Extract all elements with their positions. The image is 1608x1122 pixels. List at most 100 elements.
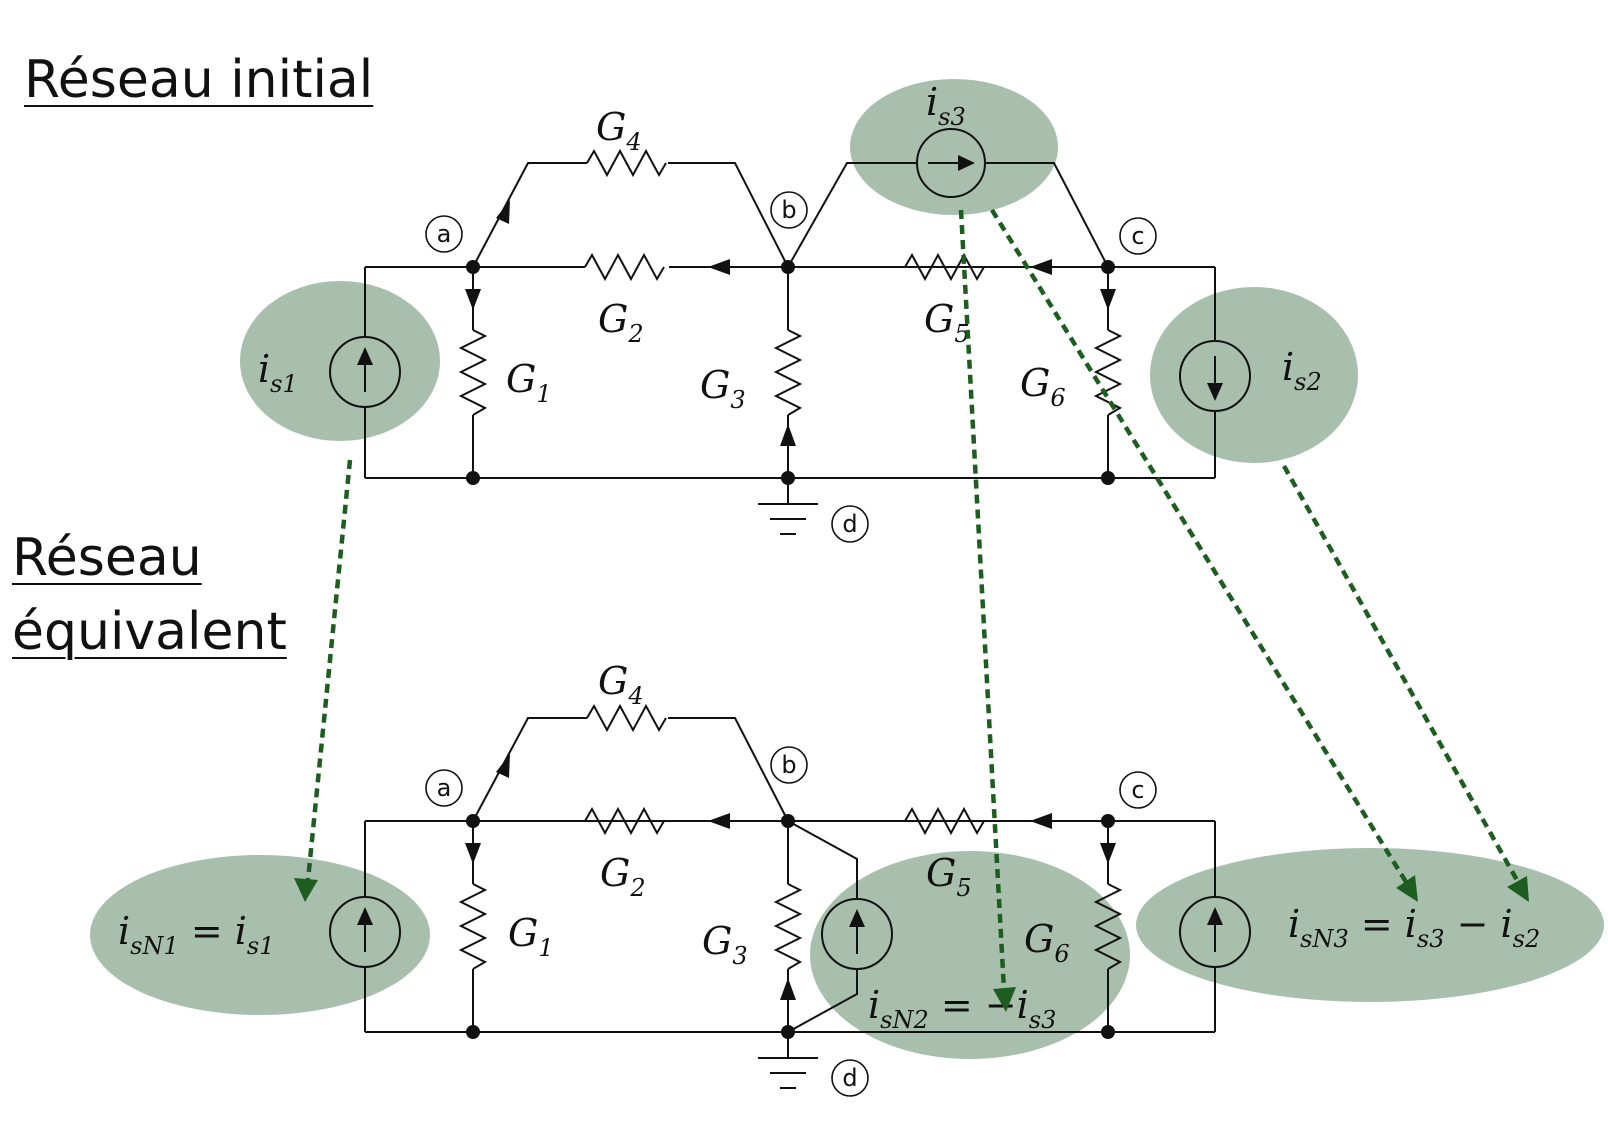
svg-text:b: b xyxy=(781,196,796,224)
connector-is3-isN3-head xyxy=(1396,875,1418,902)
node-dot-a xyxy=(466,260,480,274)
source-isN1-arrow-head xyxy=(357,907,373,925)
resistor-g4 xyxy=(586,148,667,178)
svg-text:a: a xyxy=(437,220,452,248)
resistor-g6-eq xyxy=(1093,883,1123,970)
source-is1-arrow-head xyxy=(357,347,373,365)
source-is3 xyxy=(916,128,986,198)
resistor-g5 xyxy=(904,252,985,282)
highlight-isN3 xyxy=(1136,848,1604,1002)
label-isN1-equation: isN1 = is1 xyxy=(118,909,275,960)
highlights-initial xyxy=(240,79,1358,463)
wire-isN2-branch xyxy=(787,820,858,1033)
label-g4: G4 xyxy=(596,105,642,156)
svg-text:c: c xyxy=(1131,222,1144,250)
node-label-d-eq: d xyxy=(831,1059,869,1097)
highlight-isN2 xyxy=(810,851,1130,1059)
resistor-g2 xyxy=(584,252,665,282)
arrow-g2-current-eq xyxy=(708,813,730,829)
transformation-connectors xyxy=(294,208,1529,1012)
svg-text:b: b xyxy=(781,751,796,779)
node-label-d: d xyxy=(831,505,869,543)
resistor-g6 xyxy=(1093,329,1123,416)
resistor-g1-eq xyxy=(458,883,488,970)
connector-is2-isN3-head xyxy=(1507,876,1529,902)
resistor-g5-eq xyxy=(904,806,985,836)
arrow-g6-current xyxy=(1100,289,1116,310)
label-isN2-equation: isN2 = −is3 xyxy=(868,983,1056,1034)
label-g6-eq: G6 xyxy=(1024,917,1070,968)
source-isN3 xyxy=(1179,896,1251,968)
label-g1: G1 xyxy=(506,357,552,408)
heading-equivalent-network-line1: Réseau xyxy=(12,528,202,588)
node-label-b: b xyxy=(770,191,808,229)
node-dot-d-eq xyxy=(781,1025,795,1039)
label-g1-eq: G1 xyxy=(508,911,554,962)
arrow-g2-current xyxy=(708,259,730,275)
arrow-g1-current-eq xyxy=(465,843,481,864)
connector-is3-to-isN3 xyxy=(990,208,1408,884)
label-g5: G5 xyxy=(924,297,970,348)
label-is2: is2 xyxy=(1282,345,1322,396)
heading-initial-network: Réseau initial xyxy=(24,50,374,110)
highlights-equivalent xyxy=(90,848,1604,1059)
heading-equivalent-network-line2: équivalent xyxy=(12,602,287,662)
arrow-g4-current xyxy=(496,200,510,224)
arrow-g4-current-eq xyxy=(496,754,510,778)
source-is2-arrow-head xyxy=(1207,383,1223,401)
label-g6: G6 xyxy=(1020,361,1066,412)
label-g3-eq: G3 xyxy=(702,919,748,970)
node-label-b-eq: b xyxy=(770,746,808,784)
svg-text:c: c xyxy=(1131,776,1144,804)
highlight-is1 xyxy=(240,281,440,441)
resistor-g1 xyxy=(458,329,488,416)
node-label-a-eq: a xyxy=(425,769,463,807)
arrow-g5-current xyxy=(1030,259,1052,275)
node-label-a: a xyxy=(425,215,463,253)
source-is2 xyxy=(1179,340,1251,412)
node-dot-d xyxy=(781,471,795,485)
highlight-is3 xyxy=(850,79,1058,215)
arrow-g1-current xyxy=(465,289,481,310)
node-dot-bottom-right xyxy=(1101,471,1115,485)
source-isN3-arrow-head xyxy=(1207,907,1223,925)
connector-is1-head xyxy=(294,878,318,902)
ground-symbol-eq xyxy=(758,1032,818,1089)
arrow-g6-current-eq xyxy=(1100,843,1116,864)
arrow-g3-current-eq xyxy=(780,978,796,1000)
connector-is2-to-isN3 xyxy=(1282,464,1520,884)
wire-g4-path xyxy=(472,162,789,268)
source-isN2-arrow-head xyxy=(849,909,865,927)
node-dot-c xyxy=(1101,260,1115,274)
node-label-c-eq: c xyxy=(1119,771,1157,809)
connector-is1-to-isN1 xyxy=(305,459,353,881)
label-isN3-equation: isN3 = is3 − is2 xyxy=(1288,902,1540,953)
resistor-g3-eq xyxy=(773,883,803,970)
equivalent-network: a b c d G4 G2 G1 G3 G5 G6 isN1 = is1 isN… xyxy=(118,659,1540,1097)
resistor-g2-eq xyxy=(584,806,665,836)
label-is3: is3 xyxy=(926,80,966,131)
label-g4-eq: G4 xyxy=(598,659,644,710)
connector-is3-isN2-head xyxy=(993,987,1016,1012)
highlight-isN1 xyxy=(90,855,430,1015)
node-label-c: c xyxy=(1119,217,1157,255)
node-dot-a-eq xyxy=(466,814,480,828)
node-dot-b-eq xyxy=(781,814,795,828)
connector-is3-to-isN2 xyxy=(958,209,1007,991)
node-dot-bottom-right-eq xyxy=(1101,1025,1115,1039)
source-isN1 xyxy=(329,896,401,968)
source-is3-arrow-head xyxy=(958,155,975,171)
wire-is3-path xyxy=(787,162,1109,268)
label-g3: G3 xyxy=(700,363,746,414)
resistor-g3 xyxy=(773,329,803,416)
source-isN2 xyxy=(821,898,893,970)
label-g2: G2 xyxy=(598,297,644,348)
initial-network: a b c d G4 G2 G1 G3 G5 G6 is1 is2 is3 xyxy=(258,80,1322,543)
svg-text:d: d xyxy=(842,510,857,538)
resistor-g4-eq xyxy=(586,703,667,733)
source-is1 xyxy=(329,336,401,408)
label-g2-eq: G2 xyxy=(600,851,646,902)
arrow-g5-current-eq xyxy=(1030,813,1052,829)
highlight-is2 xyxy=(1150,287,1358,463)
